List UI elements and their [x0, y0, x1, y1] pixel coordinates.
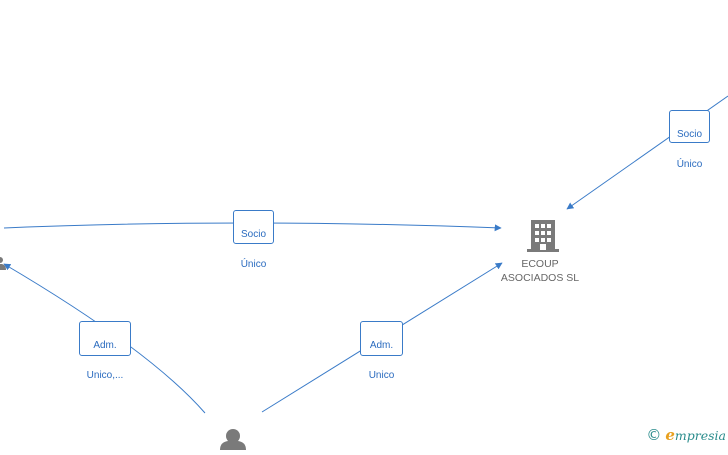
partial-person-icon[interactable]	[0, 256, 6, 277]
building-icon[interactable]	[527, 218, 559, 257]
edge-label-line: Unico,...	[86, 370, 124, 381]
edge-label-middle[interactable]: Socio Único	[233, 210, 274, 270]
company-node-label[interactable]: ECOUP ASOCIADOS SL	[490, 257, 590, 285]
edge-label-left-admin[interactable]: Adm. Unico,...	[79, 321, 131, 381]
company-name-line2: ASOCIADOS SL	[500, 272, 580, 284]
brand-rest: mpresia	[674, 428, 726, 443]
brand-name: empresia	[665, 426, 726, 444]
edge-label-line: Socio	[240, 229, 266, 240]
edge-label-line: Adm.	[93, 340, 117, 351]
company-name-line1: ECOUP	[521, 258, 559, 270]
edge-label-line: Único	[676, 159, 703, 170]
copyright-icon: ©	[646, 426, 662, 444]
person-icon[interactable]	[219, 428, 247, 455]
edge-label-line: Socio	[676, 129, 702, 140]
edge-label-line: Unico	[368, 370, 395, 381]
edge-label-line: Único	[240, 259, 267, 270]
brand-initial: e	[665, 426, 675, 444]
edge-label-line: Adm.	[369, 340, 394, 351]
edge-label-right-admin[interactable]: Adm. Unico	[360, 321, 403, 381]
edge-label-top-right[interactable]: Socio Único	[669, 110, 710, 170]
empresia-watermark: © empresia	[646, 426, 726, 444]
